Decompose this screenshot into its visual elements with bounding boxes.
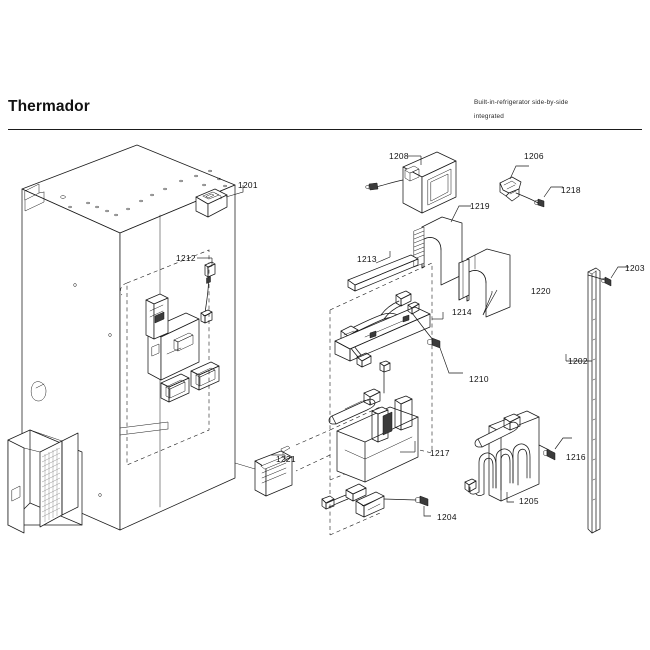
callout-1214[interactable]: 1214: [452, 307, 472, 317]
part-1205-evaporator-coil: [464, 410, 540, 503]
duct-fin-lines: [413, 230, 425, 260]
part-1212-control-board-assembly: [145, 257, 220, 403]
callout-1217[interactable]: 1217: [430, 448, 450, 458]
control-panel-explode-boundary: [120, 249, 210, 466]
exploded-diagram: .s{fill:none;stroke:#1a1a1a;stroke-width…: [0, 135, 650, 580]
part-1204-sensor-clip: [321, 483, 431, 518]
callout-1212[interactable]: 1212: [176, 253, 196, 263]
part-1203-screw: [587, 266, 629, 287]
diagram-svg: .s{fill:none;stroke:#1a1a1a;stroke-width…: [7, 144, 629, 536]
callout-1208[interactable]: 1208: [389, 151, 409, 161]
document-subtitle-line2: integrated: [474, 112, 504, 120]
header-divider: [8, 129, 642, 131]
callout-1201[interactable]: 1201: [238, 180, 258, 190]
document-subtitle-line1: Built-in-refrigerator side-by-side: [474, 99, 569, 106]
condenser-grille-pattern: [41, 447, 61, 522]
callout-1210[interactable]: 1210: [469, 374, 489, 384]
callout-1219[interactable]: 1219: [470, 201, 490, 211]
part-1210-screw: [411, 312, 463, 374]
part-1216-screw: [538, 437, 572, 461]
brand-title: Thermador: [8, 98, 90, 115]
evaporator-stud-bolt: [379, 360, 391, 394]
side-by-side-unit-open-doors: [7, 429, 83, 534]
callout-1203[interactable]: 1203: [625, 263, 645, 273]
callout-1202[interactable]: 1202: [568, 356, 588, 366]
coil-serpentine-tubing: [469, 443, 531, 496]
callout-1204[interactable]: 1204: [437, 512, 457, 522]
part-1221-vent-grille-module: [234, 445, 293, 497]
callout-1213[interactable]: 1213: [357, 254, 377, 264]
part-1218-screw: [515, 186, 563, 208]
callout-1220[interactable]: 1220: [531, 286, 551, 296]
callout-1205[interactable]: 1205: [519, 496, 539, 506]
document-subtitle: Built-in-refrigerator side-by-side integ…: [474, 96, 644, 123]
callout-1206[interactable]: 1206: [524, 151, 544, 161]
callout-1218[interactable]: 1218: [561, 185, 581, 195]
page-header: Thermador Built-in-refrigerator side-by-…: [0, 0, 650, 135]
part-1201-icemaker-module: [195, 185, 244, 218]
part-1206-drain-bracket: [499, 165, 529, 202]
part-1214-wiring-harness: [340, 290, 444, 368]
evaporator-mounting-plate: [334, 301, 431, 362]
part-1202-mounting-rail: [565, 267, 601, 534]
part-1220-air-duct-cover-lower: [458, 248, 511, 318]
rail-slot-marks: [592, 298, 596, 501]
cabinet-top-holes: [60, 169, 227, 217]
part-1208-control-housing: [365, 151, 457, 214]
part-1213-insulation-strip: [347, 251, 419, 292]
callout-1221[interactable]: 1221: [276, 454, 296, 464]
callout-1216[interactable]: 1216: [566, 452, 586, 462]
part-1217-evaporator-tray: [328, 388, 419, 483]
